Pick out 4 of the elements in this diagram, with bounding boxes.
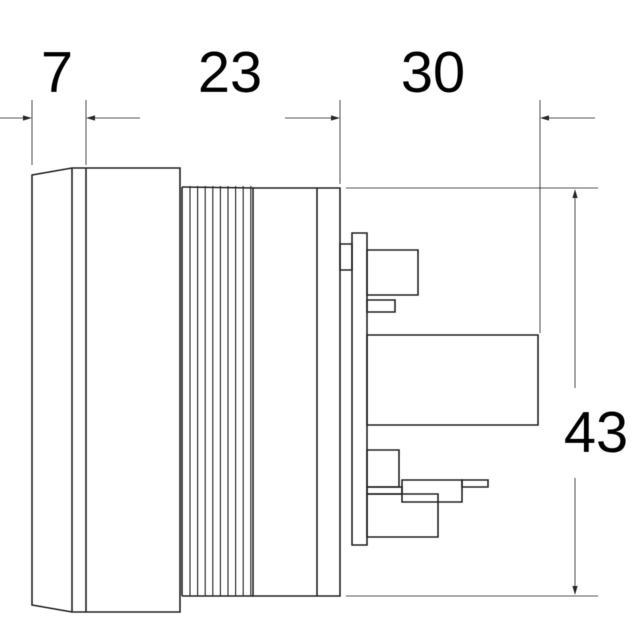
- dimension-label: 30: [403, 52, 463, 92]
- dimension-label: 7: [44, 52, 70, 92]
- dimension-label: 23: [200, 52, 260, 92]
- dimension-label: 43: [565, 412, 626, 452]
